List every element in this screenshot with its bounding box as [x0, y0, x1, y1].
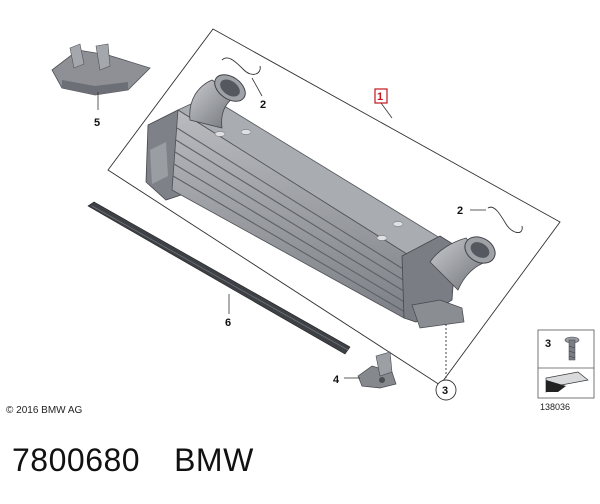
part-caption: 7800680 BMW	[12, 442, 254, 479]
svg-text:1: 1	[377, 91, 383, 103]
clip-part-2-top	[221, 57, 261, 75]
callout-5: 5	[94, 117, 100, 129]
callout-6: 6	[225, 317, 231, 329]
diagram-number: 138036	[540, 402, 571, 412]
legend-callout-3: 3	[545, 338, 551, 350]
copyright-notice: © 2016 BMW AG	[6, 405, 83, 416]
core-fins	[172, 127, 409, 313]
part-number: 7800680	[12, 442, 141, 478]
leader-line-2-top	[251, 77, 263, 97]
callout-3: 3	[435, 379, 457, 401]
top-fasteners	[214, 129, 404, 241]
intercooler-part-1	[145, 95, 465, 329]
screw-icon	[564, 336, 580, 361]
seal-strip-part-6	[87, 201, 351, 355]
callout-2-right: 2	[457, 205, 463, 217]
inlet-elbow-left	[189, 74, 246, 129]
arrow-icon	[545, 371, 589, 393]
bracket-part-5	[51, 43, 151, 96]
legend-box: 3	[537, 329, 595, 399]
brand-name: BMW	[174, 442, 254, 478]
svg-text:3: 3	[442, 385, 448, 397]
callout-4: 4	[333, 374, 340, 386]
callout-2-top: 2	[260, 99, 266, 111]
clip-part-2-right	[487, 206, 523, 233]
bracket-part-4	[357, 351, 397, 389]
callout-1: 1	[374, 88, 393, 119]
outlet-elbow-right	[429, 236, 496, 291]
